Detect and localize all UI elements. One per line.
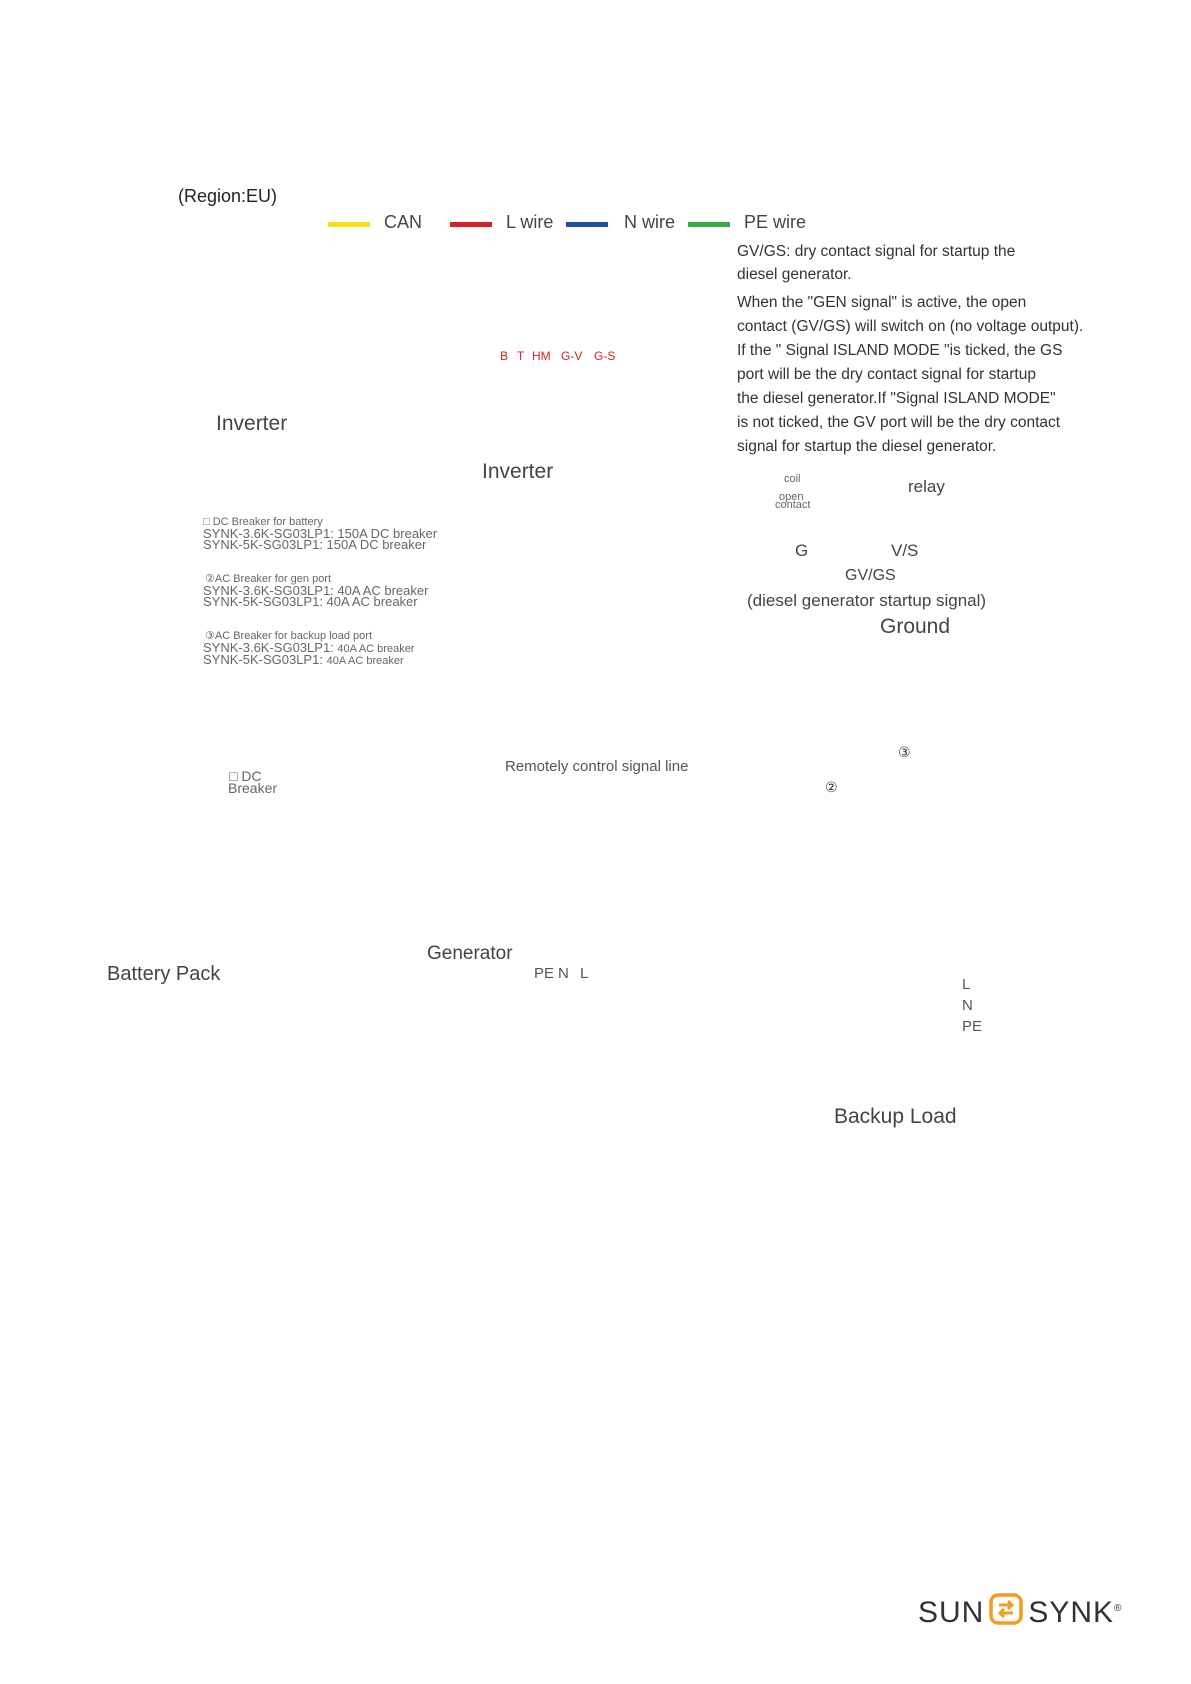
desc-line: is not ticked, the GV port will be the d…: [737, 414, 1061, 431]
desc-line: the diesel generator.If "Signal ISLAND M…: [737, 390, 1056, 407]
backup-load-label: Backup Load: [834, 1105, 957, 1128]
generator-icon: [410, 867, 524, 940]
terminal-label-gv: G-V: [561, 349, 583, 363]
small-inverter-icon: [209, 242, 309, 408]
generator-label: Generator: [427, 943, 513, 964]
desc-line: GV/GS: dry contact signal for startup th…: [737, 243, 1016, 260]
desc-line: signal for startup the diesel generator.: [737, 438, 997, 455]
dc-breaker-label-2: Breaker: [228, 780, 278, 796]
desc-line: When the "GEN signal" is active, the ope…: [737, 294, 1027, 311]
relay-signal-label: (diesel generator startup signal): [747, 591, 987, 610]
battery-breaker-line: SYNK-5K-SG03LP1: 150A DC breaker: [203, 537, 427, 552]
ac-wires: [542, 646, 958, 1032]
remote-signal-label: Remotely control signal line: [505, 758, 689, 775]
dc-breaker-icon: [282, 757, 310, 817]
gen-breaker-line: SYNK-5K-SG03LP1: 40A AC breaker: [203, 594, 418, 609]
ground-label: Ground: [880, 615, 951, 638]
terminal-block-panel: [470, 270, 710, 382]
load-line-n: N: [962, 997, 973, 1014]
relay-gvgs-label: GV/GS: [845, 567, 896, 584]
terminal-label-t: T: [517, 349, 525, 363]
desc-line: port will be the dry contact signal for …: [737, 366, 1036, 383]
battery-breaker-title: □ DC Breaker for battery: [203, 516, 323, 528]
load-line-pe: PE: [962, 1018, 983, 1035]
backup-breaker-title: ③AC Breaker for backup load port: [205, 630, 372, 642]
legend-swatch-l: [450, 222, 492, 227]
desc-line: diesel generator.: [737, 266, 852, 283]
load-line-l: L: [962, 976, 971, 993]
relay-coil-label: coil: [784, 473, 801, 485]
backup-breaker-line: SYNK-5K-SG03LP1: 40A AC breaker: [203, 652, 404, 667]
logo-reg: ®: [1114, 1603, 1123, 1614]
relay-g-label: G: [795, 541, 809, 560]
terminal-label-gs: G-S: [594, 349, 616, 363]
logo-mark-icon: [988, 1592, 1024, 1625]
legend-label-pe: PE wire: [744, 212, 807, 232]
legend-swatch-can: [328, 222, 370, 227]
inverter-main-label: Inverter: [482, 460, 554, 483]
relay-vs-label: V/S: [891, 541, 919, 560]
breaker-mark-2: ②: [825, 779, 838, 795]
gen-terminal-l: L: [580, 965, 589, 982]
battery-pack-label: Battery Pack: [107, 963, 221, 985]
breaker-mark-3: ③: [898, 744, 911, 760]
relay-contact-label: contact: [775, 499, 811, 511]
battery-pack-icon: [109, 875, 223, 965]
gen-terminal-n: N: [558, 965, 569, 982]
legend-swatch-pe: [688, 222, 730, 227]
terminal-label-b: B: [500, 349, 509, 363]
legend-swatch-n: [566, 222, 608, 227]
logo-right: SYNK: [1028, 1596, 1115, 1629]
battery-breaker-line: SYNK-3.6K-SG03LP1: 150A DC breaker: [203, 526, 438, 541]
desc-line: contact (GV/GS) will switch on (no volta…: [737, 318, 1084, 335]
gen-breaker-title: ②AC Breaker for gen port: [205, 573, 332, 585]
backup-breaker-line: SYNK-3.6K-SG03LP1: 40A AC breaker: [203, 640, 415, 655]
dc-breaker-label: □ DC: [229, 768, 262, 784]
relay-open-label: open: [779, 491, 804, 503]
logo-left: SUN: [918, 1596, 985, 1629]
main-inverter-icon: [451, 491, 725, 669]
ac-breaker-gen-icon: [845, 765, 875, 825]
legend-label-n: N wire: [624, 212, 676, 232]
legend-label-can: CAN: [384, 212, 423, 232]
gen-breaker-line: SYNK-3.6K-SG03LP1: 40A AC breaker: [203, 583, 429, 598]
terminal-label-hm: HM: [532, 349, 551, 363]
relay-label: relay: [908, 477, 945, 496]
relay-icon: [774, 473, 900, 560]
legend-label-l: L wire: [506, 212, 554, 232]
battery-wires: [238, 668, 568, 957]
inverter-small-label: Inverter: [216, 412, 288, 435]
gen-terminal-pe: PE: [534, 965, 555, 982]
ground-icon: [730, 654, 954, 669]
region-label: (Region:EU): [178, 186, 278, 206]
zoom-arrow-icon: [555, 384, 616, 598]
ac-breaker-backup-icon: [889, 765, 919, 825]
sunsynk-logo: SUN SYNK®: [918, 1592, 1122, 1630]
house-icon: [845, 1046, 945, 1110]
desc-line: If the " Signal ISLAND MODE "is ticked, …: [737, 342, 1063, 359]
